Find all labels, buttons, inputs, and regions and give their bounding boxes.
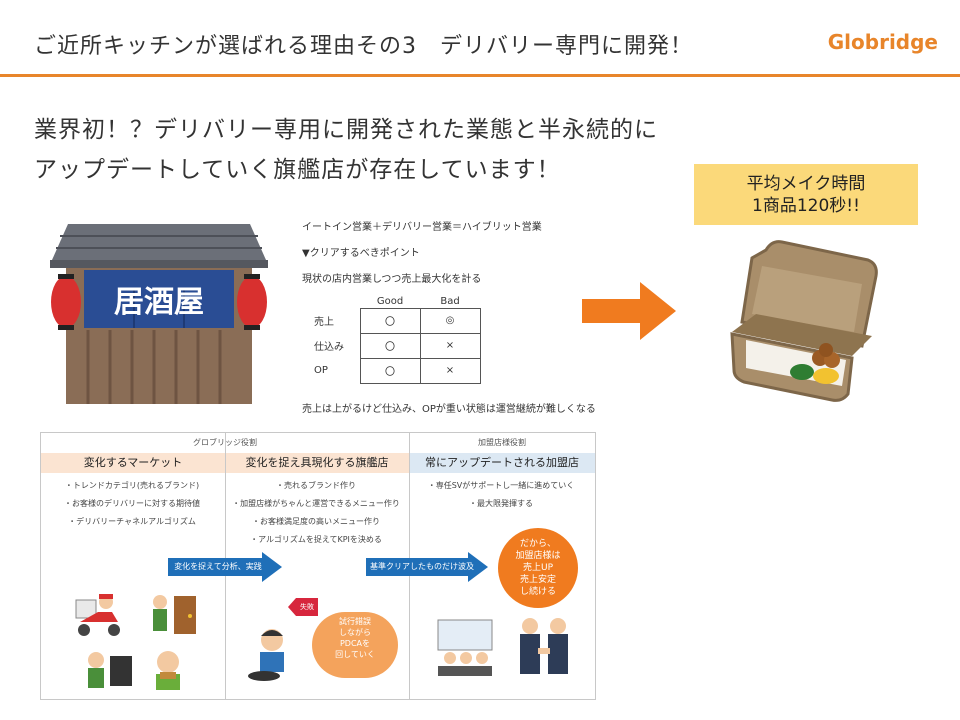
comparison-table: Good Bad 売上 〇 ◎ 仕込み 〇 × OP 〇 ×: [300, 296, 481, 384]
cell-good: 〇: [359, 307, 421, 334]
callout-line-2: 1商品120秒!!: [752, 196, 860, 216]
bubble-line: し続ける: [519, 587, 556, 597]
meeting-illustration: [437, 619, 493, 676]
slide-title: ご近所キッチンが選ばれる理由その3 デリバリー専門に開発！: [34, 34, 693, 59]
table-header-good: Good: [376, 296, 404, 308]
table-header-bad: Bad: [440, 296, 460, 308]
arrow-spread-label: 基準クリアしたものだけ波及: [370, 562, 474, 571]
food-sign-illustration: [88, 652, 132, 688]
bullet-item: ・トレンドカテゴリ(売れるブランド): [64, 481, 200, 490]
cell-bad: ×: [419, 332, 481, 359]
arrow-right-icon: [582, 282, 676, 340]
bubble-line: 加盟店様は: [515, 551, 561, 561]
result-bubble: だから、 加盟店様は 売上UP 売上安定 し続ける: [498, 528, 578, 608]
bullet-item: ・加盟店様がちゃんと運営できるメニュー作り: [232, 499, 400, 508]
chef-cooking-illustration: [248, 629, 284, 681]
row-label: 売上: [314, 317, 334, 328]
lead-line-2: アップデートしていく旗艦店が存在しています！: [34, 157, 561, 183]
franchisee-role-header: 加盟店様役割: [478, 438, 526, 447]
column-flagship: 変化を捉え具現化する旗艦店: [225, 453, 409, 473]
failure-label: 失敗: [300, 603, 314, 611]
note-points: ▼クリアするべきポイント: [302, 248, 420, 259]
bullet-item: ・専任SVがサポートし一緒に進めていく: [427, 481, 575, 490]
cloud-line: PDCAを: [339, 639, 371, 648]
handshake-illustration: [520, 618, 568, 674]
failure-arrow-icon: [288, 598, 318, 616]
bullet-item: ・お客様満足度の高いメニュー作り: [252, 517, 380, 526]
column-franchise: 常にアップデートされる加盟店: [409, 453, 595, 473]
note-footer: 売上は上がるけど仕込み、OPが重い状態は運営継続が難しくなる: [302, 404, 596, 415]
bullet-item: ・デリバリーチャネルアルゴリズム: [68, 517, 196, 526]
bubble-line: 売上UP: [522, 563, 553, 573]
bento-box-illustration: [730, 240, 878, 402]
brand-logo: Globridge: [827, 30, 938, 54]
note-goal: 現状の店内営業しつつ売上最大化を計る: [302, 274, 482, 285]
callout-line-1: 平均メイク時間: [746, 174, 866, 194]
bullet-item: ・お客様のデリバリーに対する期待値: [64, 499, 200, 508]
bullet-item: ・売れるブランド作り: [276, 481, 356, 490]
table-row: 売上 〇 ◎: [300, 307, 481, 334]
row-label: 仕込み: [314, 342, 344, 353]
cell-bad: ◎: [419, 307, 481, 334]
row-label: OP: [314, 365, 328, 376]
lead-line-1: 業界初！？デリバリー専用に開発された業態と半永続的に: [34, 117, 658, 143]
pdca-cloud: 試行錯誤 しながら PDCAを 回していく: [312, 612, 398, 678]
cloud-line: 回していく: [335, 650, 375, 659]
arrow-spread-icon: [366, 552, 488, 582]
cloud-line: しながら: [339, 628, 371, 637]
bullet-item: ・アルゴリズムを捉えてKPIを決める: [250, 535, 382, 544]
arrow-analyze-icon: [168, 552, 282, 582]
cloud-line: 試行錯誤: [339, 617, 371, 626]
izakaya-illustration: 居酒屋: [50, 224, 268, 404]
cell-bad: ×: [419, 357, 481, 384]
cell-good: 〇: [359, 332, 421, 359]
bubble-line: 売上安定: [519, 575, 556, 585]
cell-good: 〇: [359, 357, 421, 384]
izakaya-sign-text: 居酒屋: [114, 285, 204, 320]
arrow-analyze-label: 変化を捉えて分析、実践: [174, 562, 262, 571]
table-row: OP 〇 ×: [300, 357, 481, 384]
table-row: 仕込み 〇 ×: [300, 332, 481, 359]
bubble-line: だから、: [519, 539, 556, 549]
courier-at-door-illustration: [153, 595, 196, 634]
delivery-scooter-illustration: [75, 594, 120, 636]
person-eating-illustration: [156, 651, 180, 690]
title-divider: [0, 74, 960, 77]
note-hybrid: イートイン営業＋デリバリー営業＝ハイブリット営業: [302, 222, 542, 233]
column-market: 変化するマーケット: [41, 453, 225, 473]
bullet-item: ・最大限発揮する: [469, 499, 533, 508]
role-flow-diagram: グロブリッジ役割 加盟店様役割 変化するマーケット 変化を捉え具現化する旗艦店 …: [40, 432, 596, 700]
make-time-callout: 平均メイク時間 1商品120秒!!: [694, 164, 918, 225]
